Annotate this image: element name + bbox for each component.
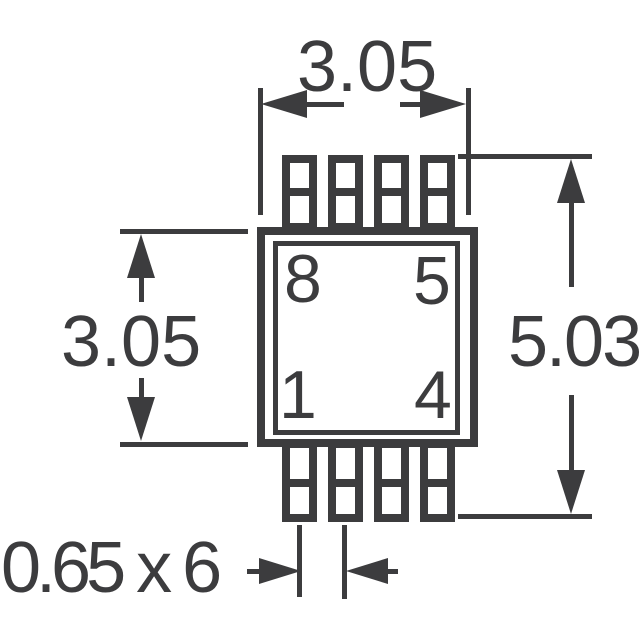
lead-top-4 bbox=[420, 155, 455, 231]
extension-line bbox=[258, 88, 263, 215]
extension-line bbox=[458, 154, 592, 159]
arrowhead-left-icon bbox=[346, 558, 388, 584]
lead-bend-line bbox=[382, 479, 401, 487]
arrowhead-right-icon bbox=[420, 90, 466, 118]
lead-bend-line bbox=[336, 188, 355, 196]
dimension-label-lead-pitch: 0.65 x 6 bbox=[1, 528, 222, 608]
dimension-label-overall-height: 5.03 bbox=[508, 302, 640, 382]
dimension-line bbox=[569, 199, 574, 287]
extension-line bbox=[342, 525, 347, 599]
pin-number-bottom-right: 4 bbox=[414, 357, 452, 433]
dimension-line bbox=[295, 102, 344, 107]
lead-bend-line bbox=[336, 479, 355, 487]
extension-line bbox=[458, 514, 592, 519]
dimension-line bbox=[139, 378, 144, 400]
lead-bend-line bbox=[290, 479, 309, 487]
extension-line bbox=[120, 442, 248, 447]
arrowhead-right-icon bbox=[259, 558, 301, 584]
arrowhead-up-icon bbox=[557, 159, 585, 203]
lead-bend-line bbox=[428, 188, 447, 196]
arrowhead-down-icon bbox=[557, 470, 585, 514]
dimension-label-body-height: 3.05 bbox=[61, 302, 202, 382]
lead-bottom-1 bbox=[282, 440, 317, 522]
pin-number-top-left: 8 bbox=[284, 241, 322, 317]
lead-top-3 bbox=[374, 155, 409, 231]
extension-line bbox=[120, 229, 248, 234]
lead-bottom-2 bbox=[328, 440, 363, 522]
arrowhead-up-icon bbox=[127, 234, 155, 278]
lead-top-2 bbox=[328, 155, 363, 231]
lead-bottom-3 bbox=[374, 440, 409, 522]
dimension-line bbox=[247, 569, 269, 574]
package-body-inner-outline bbox=[273, 241, 460, 435]
extension-line bbox=[466, 88, 471, 215]
dimension-line bbox=[400, 102, 422, 107]
dimension-line bbox=[384, 569, 398, 574]
extension-line bbox=[297, 525, 302, 597]
pin-number-top-right: 5 bbox=[413, 243, 451, 319]
lead-bend-line bbox=[428, 479, 447, 487]
dimension-line bbox=[139, 274, 144, 302]
dimension-line bbox=[569, 395, 574, 473]
lead-top-1 bbox=[282, 155, 317, 231]
pin-number-bottom-left: 1 bbox=[279, 357, 317, 433]
arrowhead-down-icon bbox=[127, 397, 155, 441]
lead-bottom-4 bbox=[420, 440, 455, 522]
lead-bend-line bbox=[382, 188, 401, 196]
lead-bend-line bbox=[290, 188, 309, 196]
dimension-label-body-width: 3.05 bbox=[297, 27, 438, 107]
